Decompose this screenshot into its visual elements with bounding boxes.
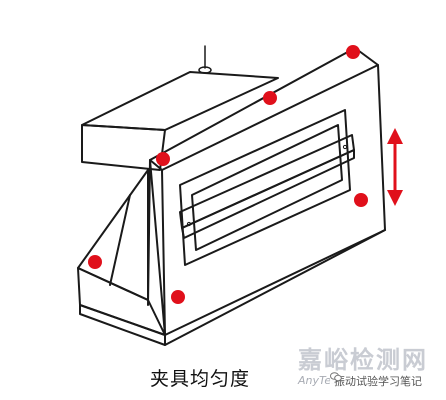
figure-caption: 夹具均匀度: [149, 368, 250, 390]
vibration-direction-arrow: [387, 128, 403, 206]
top-box-top-face: [81, 71, 279, 131]
watermark-account-name: 振动试验学习笔记: [334, 374, 422, 388]
measurement-point-gusset: [88, 255, 102, 269]
plate-top-edge: [149, 159, 163, 171]
plate-left-edge-inner: [161, 169, 166, 336]
measurement-point-top-left: [156, 152, 170, 166]
side-gusset: [77, 169, 149, 301]
measurement-point-top-middle: [263, 91, 277, 105]
cross-bar-hole-left: [186, 221, 192, 227]
front-plate: [149, 47, 386, 336]
base-top: [77, 267, 166, 336]
plate-window-inner: [191, 124, 343, 251]
wechat-icon: [330, 372, 342, 382]
measurement-point-top-right: [346, 45, 360, 59]
top-box-front-face: [81, 124, 166, 171]
plate-top-edge-inner: [161, 64, 379, 171]
base-right-edge: [164, 229, 386, 346]
gusset-inner-edge: [109, 194, 131, 286]
cross-bar-hole-right: [342, 144, 348, 150]
fixture-outline: [77, 45, 386, 346]
measurement-points: [88, 45, 368, 304]
measurement-point-bottom: [171, 290, 185, 304]
arrow-head-up: [387, 128, 403, 144]
top-bolt-nut: [198, 66, 212, 74]
watermark-account-badge: 振动试验学习笔记: [330, 372, 428, 389]
arrow-head-down: [387, 190, 403, 206]
measurement-point-right-middle: [354, 193, 368, 207]
cross-bar-lower: [181, 149, 355, 239]
watermark-brand: 嘉峪检测网: [298, 346, 428, 374]
